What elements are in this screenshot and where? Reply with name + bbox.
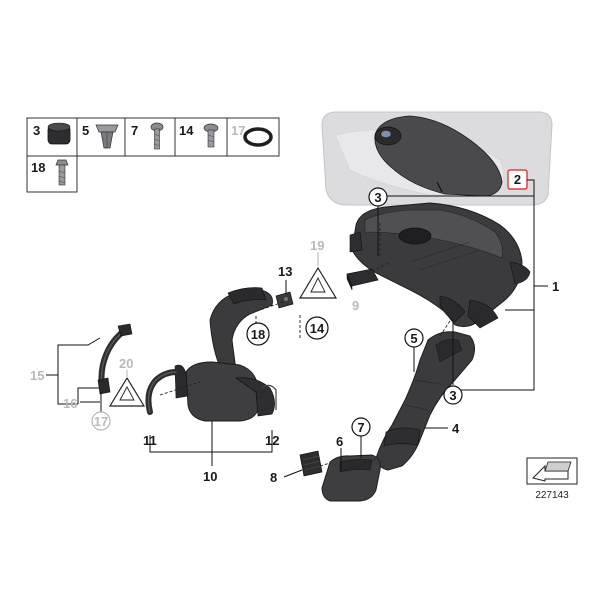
callout-18: 18 [251, 327, 265, 342]
callout-circle [404, 328, 424, 348]
callout-5: 5 [410, 331, 417, 346]
warning-triangle-icon [108, 376, 146, 407]
legend-label-3: 3 [33, 123, 40, 138]
callout-6: 6 [336, 434, 343, 449]
callout-16: 16 [63, 396, 77, 411]
vent-hose-short [145, 369, 179, 415]
callout-20: 20 [119, 356, 133, 371]
legend-label-14: 14 [179, 123, 194, 138]
callout-13: 13 [278, 264, 292, 279]
screw-icon [150, 122, 164, 150]
grommet-icon [47, 122, 71, 145]
hose-clamp [275, 291, 294, 309]
warning-triangle-icon [298, 266, 338, 299]
air-inlet-lower [321, 454, 381, 502]
collar-screw-icon [203, 123, 219, 148]
engine-cover-intake [374, 115, 503, 197]
air-filter-housing [349, 202, 531, 329]
view-direction-arrow-icon [532, 461, 572, 482]
callout-1: 1 [552, 279, 559, 294]
callout-4: 4 [452, 421, 460, 436]
callout-12: 12 [265, 433, 279, 448]
callout-7: 7 [357, 420, 364, 435]
resonator-assembly [174, 287, 275, 422]
callout-circle [443, 385, 463, 405]
callout-2: 2 [514, 172, 521, 187]
sensor-connector [346, 268, 379, 291]
leader-lines [46, 179, 548, 478]
wire-clip [261, 384, 277, 410]
callout-10: 10 [203, 469, 217, 484]
callout-14: 14 [310, 321, 325, 336]
callout-circle [91, 411, 111, 431]
legend-label-5: 5 [82, 123, 89, 138]
callout-8: 8 [270, 470, 277, 485]
rivet-nut-icon [95, 124, 119, 149]
legend-label-17: 17 [231, 123, 245, 138]
hex-bolt-icon [55, 159, 69, 186]
callout-17: 17 [94, 414, 108, 429]
vent-hose-long [97, 323, 133, 395]
legend-label-7: 7 [131, 123, 138, 138]
callout-circle [351, 417, 371, 437]
reference-number: 227143 [535, 490, 569, 501]
legend-grid: 3 5 7 14 17 [26, 117, 280, 193]
callout-3-lower: 3 [449, 388, 456, 403]
intake-duct [375, 331, 475, 471]
callout-3-upper: 3 [374, 190, 381, 205]
reference-box: 227143 [526, 457, 578, 501]
callout-circle [305, 316, 329, 340]
callout-circle [246, 322, 270, 346]
callout-19: 19 [310, 238, 324, 253]
callout-11: 11 [143, 433, 157, 448]
inlet-grille [299, 450, 323, 477]
callout-circle [368, 187, 388, 207]
legend-label-18: 18 [31, 160, 45, 175]
callout-9: 9 [352, 298, 359, 313]
o-ring-icon [243, 127, 273, 147]
callout-15: 15 [30, 368, 44, 383]
